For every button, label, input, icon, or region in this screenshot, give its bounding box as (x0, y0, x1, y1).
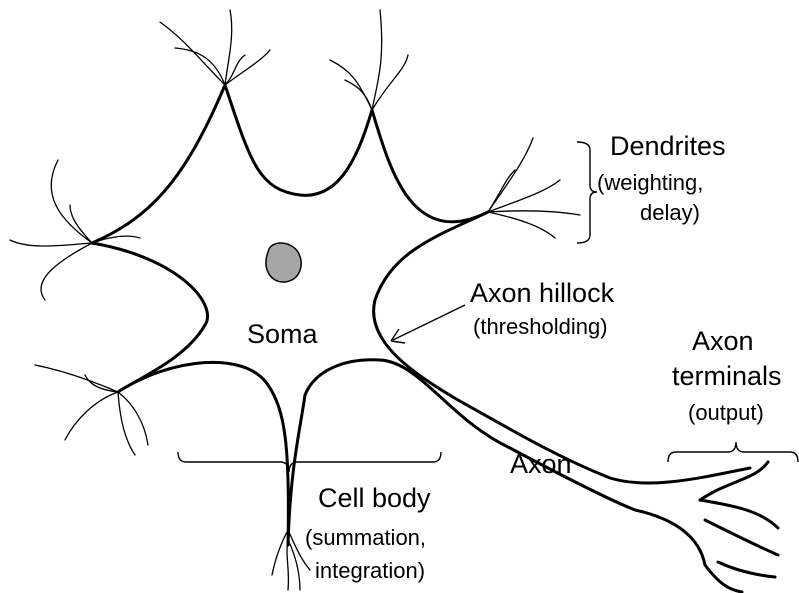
dendrite-branch (330, 60, 372, 110)
dendrite-branch (488, 170, 515, 212)
cell-body-sublabel-2: integration) (315, 558, 425, 583)
dendrite-branch (160, 22, 225, 85)
dendrite-branch (118, 392, 135, 455)
dendrite-branch (65, 392, 118, 440)
dendrite-branch (225, 55, 245, 85)
dendrite-branch (287, 540, 288, 590)
axon-terminals-label-1: Axon (692, 326, 754, 356)
dendrite-branch (288, 540, 300, 590)
dendrite-branch (10, 240, 92, 246)
axon-terminals-brace (668, 442, 798, 462)
dendrite-branch (35, 365, 118, 392)
dendrite-branch (372, 10, 382, 110)
cell-body-label: Cell body (318, 483, 431, 513)
dendrite-branch (272, 530, 288, 575)
dendrite-branch (41, 243, 92, 300)
soma-label: Soma (247, 319, 319, 349)
axon-hillock-label: Axon hillock (470, 278, 615, 308)
dendrite-branch (225, 50, 270, 85)
axon-terminals (700, 462, 778, 577)
dendrite-branch (225, 10, 232, 85)
axon-terminals-label-2: terminals (672, 361, 782, 391)
axon-hillock-arrow (391, 305, 465, 343)
axon-terminal-branch (718, 562, 775, 577)
axon-terminal-branch (705, 520, 778, 555)
axon-label: Axon (510, 449, 572, 479)
dendrite-branch (488, 212, 555, 238)
dendrite-branch (118, 392, 148, 445)
dendrites-brace (577, 142, 597, 243)
nucleus (266, 243, 301, 282)
dendrites-sublabel-2: delay) (640, 200, 700, 225)
axon-hillock-sublabel: (thresholding) (473, 314, 608, 339)
axon-terminals-sublabel: (output) (688, 400, 764, 425)
dendrite-branch (175, 48, 225, 85)
dendrite-branch (488, 211, 580, 215)
dendrites-label: Dendrites (610, 131, 726, 161)
axon-terminal-branch (700, 462, 768, 500)
dendrites-sublabel-1: (weighting, (597, 170, 703, 195)
dendrite-branch (51, 160, 92, 243)
dendrite-branch (70, 205, 92, 243)
neuron-outline (92, 85, 750, 592)
cell-body-sublabel-1: (summation, (305, 525, 426, 550)
cell-body-brace (178, 452, 441, 472)
